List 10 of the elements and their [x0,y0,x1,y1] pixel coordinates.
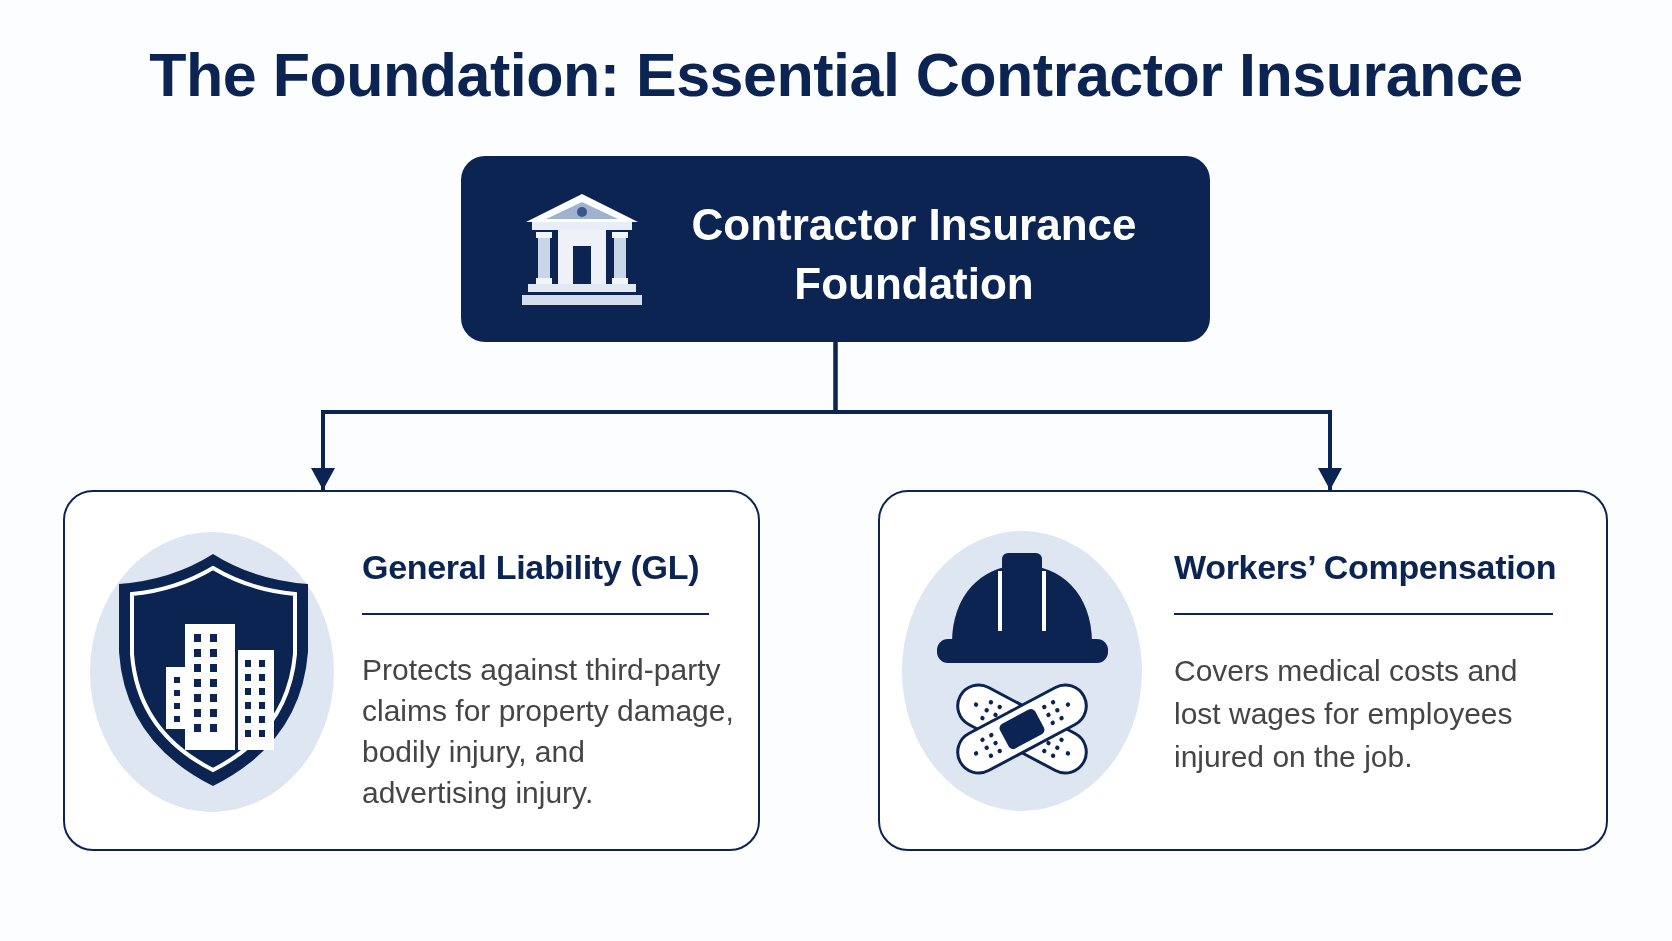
title-box [461,156,1210,342]
card-description: Protects against third-party claims for property damage, bodily injury, and advertising injury. [362,652,734,811]
info-card [63,490,760,851]
info-card [878,490,1608,851]
connector-arrow [833,342,1342,490]
box-label: Contractor Insurance Foundation [690,199,1138,310]
card-heading: General Liability (GL) [362,547,700,588]
card-description: Covers medical costs and lost wages for employees injured on the job. [1174,653,1519,775]
card-heading: Workers’ Compensation [1174,547,1557,588]
diagram-title: The Foundation: Essential Contractor Insurance [149,40,1523,110]
